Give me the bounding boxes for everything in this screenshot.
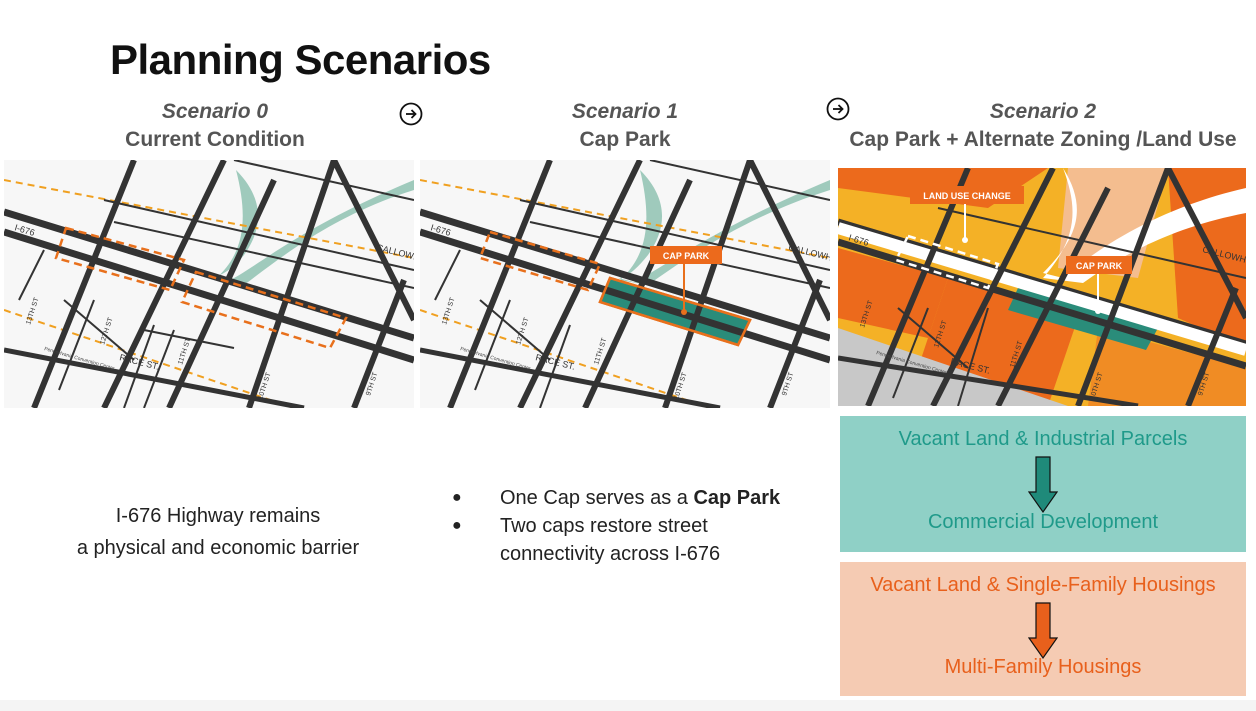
scenario-2-header: Scenario 2 Cap Park + Alternate Zoning /…: [830, 98, 1256, 154]
scenario-1-subtitle: Cap Park: [579, 128, 671, 151]
scenario-1-bullets: ● One Cap serves as a Cap Park ● Two cap…: [448, 484, 828, 568]
bullet-text: Two caps restore street connectivity acr…: [500, 512, 720, 568]
cap-park-label: CAP PARK: [1076, 261, 1123, 271]
footer-bar: [0, 700, 1256, 711]
scenario-2-subtitle: Cap Park + Alternate Zoning /Land Use: [849, 128, 1237, 151]
description-line-1: I-676 Highway remains: [115, 505, 321, 527]
bullet-line-2: connectivity across I-676: [500, 543, 721, 565]
scenario-0-map: I-676 CALLOWHILL RACE ST. Pennsylvania C…: [4, 160, 414, 408]
scenario-0-description: I-676 Highway remains a physical and eco…: [40, 500, 396, 564]
transition-from: Vacant Land & Industrial Parcels: [898, 428, 1188, 450]
scenario-2-map: LAND USE CHANGE CAP PARK I-676 CALLOWHIL…: [838, 168, 1246, 406]
bullet-text: One Cap serves as a Cap Park: [500, 484, 780, 512]
scenario-1-map: CAP PARK I-676 CALLOWHILL RACE ST. Penns…: [420, 160, 830, 408]
housing-transition-box: Vacant Land & Single-Family Housings Mul…: [840, 562, 1246, 696]
bullet-line-1: Two caps restore street: [500, 515, 708, 537]
transition-from: Vacant Land & Single-Family Housings: [870, 574, 1216, 596]
transition-to: Commercial Development: [927, 511, 1159, 533]
arrow-down-icon: [1028, 602, 1058, 660]
scenario-0-name: Scenario 0: [161, 100, 269, 123]
scenario-2-name: Scenario 2: [989, 100, 1097, 123]
page-title: Planning Scenarios: [110, 36, 491, 83]
bullet-dot: ●: [452, 489, 462, 506]
bullet-item: ● Two caps restore street connectivity a…: [448, 512, 828, 568]
bullet-item: ● One Cap serves as a Cap Park: [448, 484, 828, 512]
transition-to: Multi-Family Housings: [944, 656, 1142, 678]
scenario-0-subtitle: Current Condition: [125, 128, 305, 151]
land-use-change-label: LAND USE CHANGE: [923, 191, 1011, 201]
scenario-1-header: Scenario 1 Cap Park: [490, 98, 760, 154]
arrow-right-circle-icon[interactable]: [826, 97, 850, 121]
cap-park-label: CAP PARK: [663, 251, 710, 261]
bullet-prefix: One Cap serves as a: [500, 487, 694, 509]
scenario-1-name: Scenario 1: [571, 100, 679, 123]
description-line-2: a physical and economic barrier: [76, 537, 360, 559]
commercial-transition-box: Vacant Land & Industrial Parcels Commerc…: [840, 416, 1246, 552]
scenario-0-header: Scenario 0 Current Condition: [80, 98, 350, 154]
arrow-down-icon: [1028, 456, 1058, 514]
bullet-dot: ●: [452, 517, 462, 534]
bullet-bold: Cap Park: [693, 487, 781, 509]
arrow-right-circle-icon[interactable]: [399, 102, 423, 126]
